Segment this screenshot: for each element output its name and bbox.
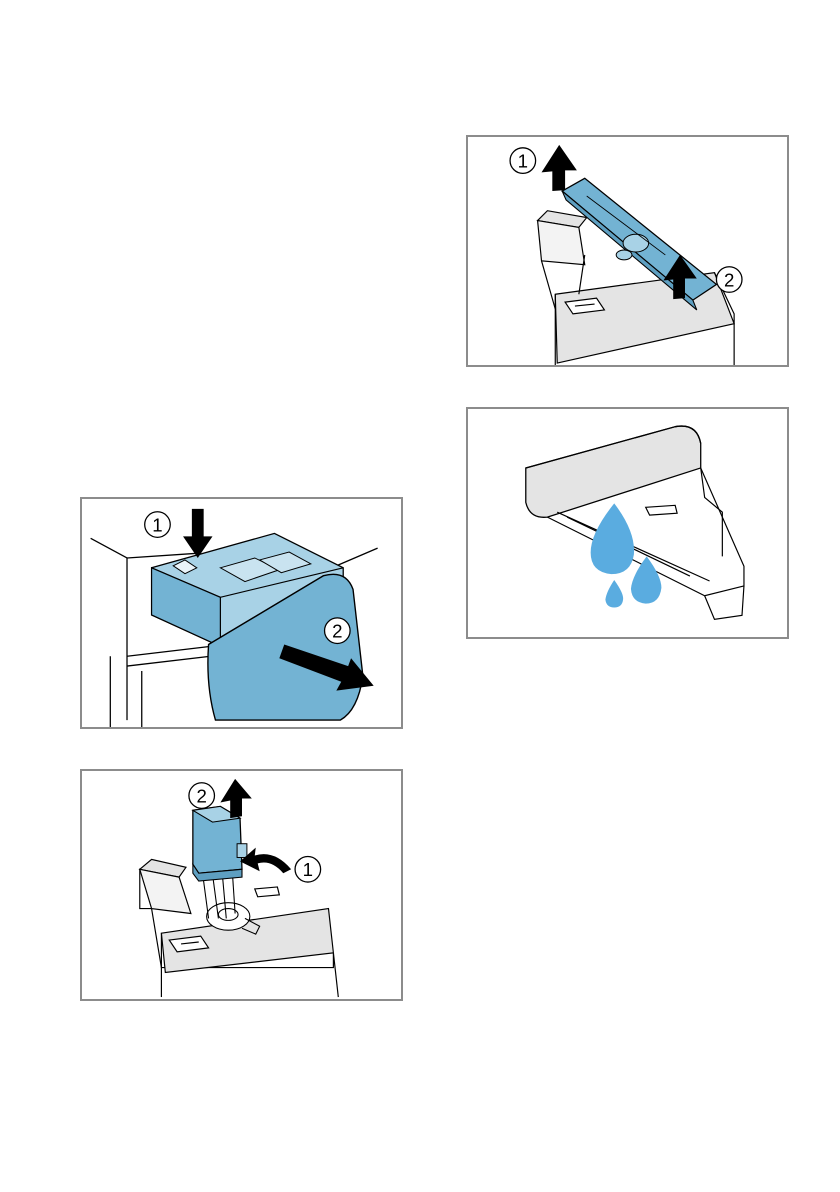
step-number-1: 1: [510, 148, 536, 174]
step-number-2: 2: [189, 783, 215, 809]
figure-pull-out-drawer: 1 2: [80, 497, 403, 729]
svg-text:2: 2: [332, 621, 342, 642]
figure-rinse-drawer: [466, 407, 789, 639]
svg-text:2: 2: [724, 269, 734, 290]
step-number-2: 2: [716, 267, 742, 293]
svg-text:1: 1: [518, 150, 528, 171]
arrow-down-icon: [183, 509, 212, 558]
svg-text:1: 1: [303, 859, 313, 880]
svg-text:2: 2: [197, 785, 207, 806]
water-drop-icon: [631, 556, 661, 603]
figure-remove-insert: 2 1: [80, 769, 403, 1001]
curved-arrow-icon: [240, 848, 291, 874]
step-number-2: 2: [325, 618, 351, 644]
arrow-up-icon: [542, 145, 577, 191]
svg-text:1: 1: [152, 514, 162, 535]
figure-remove-cover: 1 2: [466, 135, 789, 367]
water-drop-icon: [605, 580, 623, 608]
water-drop-icon: [591, 503, 634, 574]
siphon-insert: [193, 806, 247, 881]
step-number-1: 1: [145, 512, 171, 538]
step-number-1: 1: [295, 857, 321, 883]
drawer-front: [526, 426, 701, 517]
